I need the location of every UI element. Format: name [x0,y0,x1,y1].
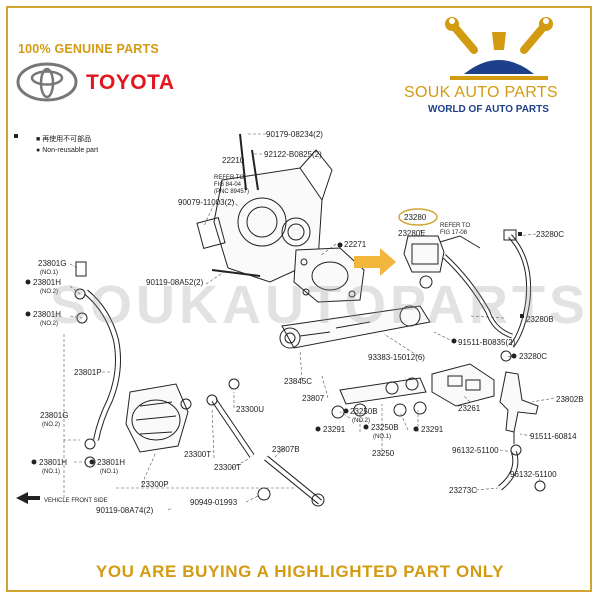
label-23250b-2: 23250B [371,423,399,432]
legend: ■ 再使用不可部品 ● Non-reusable part [36,134,98,156]
square-bullet-icon: ■ [36,136,41,143]
label-no2-a: (NO.2) [40,289,58,295]
label-90949: 90949-01993 [190,498,238,507]
circle-bullet-icon: ● [36,147,41,154]
label-92122: 92122-B0825(2) [264,150,322,159]
label-23801h-4: 23801H [97,458,125,467]
brand-name: TOYOTA [86,71,175,94]
label-22271: 22271 [344,240,367,249]
label-23261: 23261 [458,404,481,413]
genuine-parts-label: 100% GENUINE PARTS [18,42,159,56]
label-22210: 22210 [222,156,245,165]
label-23801h-1: 23801H [33,278,61,287]
highlighted-part-ring [398,208,438,226]
label-90119-a52: 90119-08A52(2) [146,278,204,287]
label-23807: 23807 [302,394,325,403]
label-23801g-2: 23801G [40,411,68,420]
label-93383: 93383-15012(6) [368,353,425,362]
highlight-arrow-icon [354,248,396,276]
label-90119-a74: 90119-08A74(2) [96,506,154,515]
label-23807b: 23807B [272,445,300,454]
label-refer-a2: FIG 84-04 [214,182,242,188]
toyota-emblem-icon [16,62,78,102]
label-23300t-2: 23300T [214,463,241,472]
label-23801g-1: 23801G [38,259,66,268]
label-96132-a: 96132-51100 [452,446,499,455]
label-23801h-2: 23801H [33,310,61,319]
label-23280e: 23280E [398,229,426,238]
label-90079: 90079-11003(2) [178,198,235,207]
label-23802b: 23802B [556,395,584,404]
label-no1-a: (NO.1) [40,270,58,276]
label-no2-b: (NO.2) [40,321,58,327]
label-23280c-1: 23280C [536,230,564,239]
seller-tagline: WORLD OF AUTO PARTS [428,104,549,115]
label-no1-d: (NO.1) [100,469,118,475]
label-refer-a1: REFER TO [214,175,244,181]
legend-text-2: Non-reusable part [42,147,99,154]
label-refer-a3: (PNC 89457) [214,189,249,195]
front-arrow-icon [16,492,40,504]
souk-logo-icon [445,17,553,80]
label-23300t-1: 23300T [184,450,211,459]
label-91511-b0835: 91511-B0835(2) [458,338,516,347]
label-23280b: 23280B [526,315,554,324]
vehicle-front-label: VEHICLE FRONT SIDE [44,498,108,504]
label-23300p: 23300P [141,480,169,489]
label-23845c: 23845C [284,377,312,386]
label-23291-a: 23291 [323,425,346,434]
highlight-notice: YOU ARE BUYING A HIGHLIGHTED PART ONLY [95,562,505,581]
border-frame [6,6,592,592]
label-refer-b1: REFER TO [440,223,470,229]
label-no1-b: (NO.1) [373,434,391,440]
legend-row-1: ■ 再使用不可部品 [36,134,98,145]
label-23273c: 23273C [449,486,477,495]
label-91511-60814: 91511-60814 [530,432,577,441]
label-no2-c: (NO.2) [42,422,60,428]
label-23250b-1: 23250B [350,407,378,416]
legend-row-2: ● Non-reusable part [36,145,98,156]
label-23280c-2: 23280C [519,352,547,361]
legend-text-1: 再使用不可部品 [42,136,92,143]
seller-name: SOUK AUTO PARTS [404,84,558,101]
label-23300u: 23300U [236,405,264,414]
label-23291-b: 23291 [421,425,444,434]
label-no2-d: (NO.2) [352,418,370,424]
label-23280: 23280 [404,213,427,222]
label-no1-c: (NO.1) [42,469,60,475]
label-23801h-3: 23801H [39,458,67,467]
watermark: SOUKAUTOPARTS [50,275,590,335]
label-90179: 90179-08234(2) [266,130,323,139]
label-23801p: 23801P [74,368,102,377]
label-23250: 23250 [372,449,395,458]
label-refer-b2: FIG 17-08 [440,230,468,236]
label-96132-b: 96132-51100 [510,470,557,479]
